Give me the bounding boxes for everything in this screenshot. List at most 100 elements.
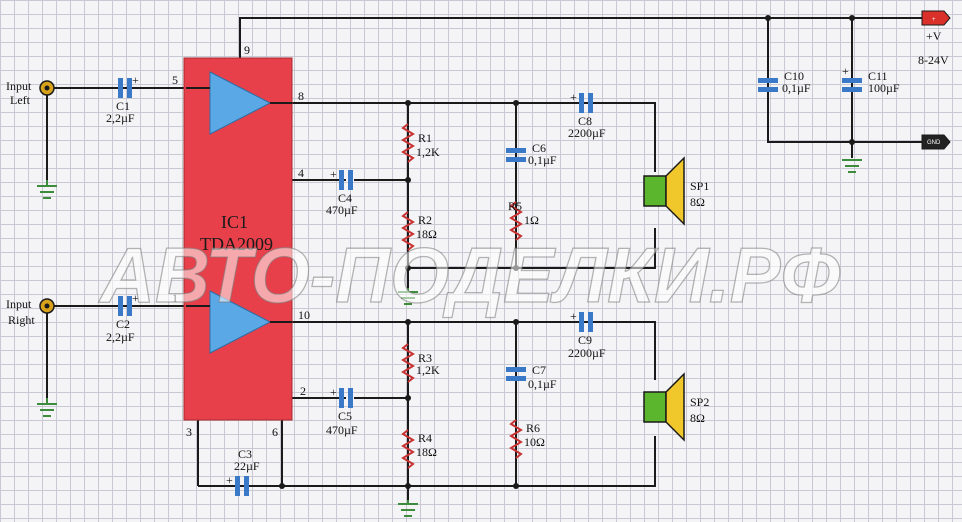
svg-text:470µF: 470µF xyxy=(326,423,358,437)
speaker-sp1: SP1 8Ω xyxy=(643,156,709,226)
pin-9-label: 9 xyxy=(244,43,250,57)
svg-text:10Ω: 10Ω xyxy=(524,435,545,449)
svg-text:R5: R5 xyxy=(508,199,522,213)
capacitor-c6: C6 0,1µF xyxy=(506,141,557,167)
capacitor-c11: + C11 100µF xyxy=(842,64,900,95)
svg-text:C6: C6 xyxy=(532,141,546,155)
capacitor-c8: + C8 2200µF xyxy=(568,90,606,140)
svg-text:GND: GND xyxy=(927,140,941,146)
svg-text:R3: R3 xyxy=(418,351,432,365)
input-right-line1: Input xyxy=(6,297,32,311)
pin-1-label: 1 xyxy=(172,291,178,305)
capacitor-c10: C10 0,1µF xyxy=(758,69,811,95)
svg-text:C3: C3 xyxy=(238,447,252,461)
resistor-r6: R6 10Ω xyxy=(509,419,545,459)
capacitor-c2: + C2 2,2µF xyxy=(106,291,139,344)
svg-text:2,2µF: 2,2µF xyxy=(106,330,135,344)
svg-text:C10: C10 xyxy=(784,69,804,83)
svg-text:8Ω: 8Ω xyxy=(690,411,705,425)
resistor-r1: R1 1,2K xyxy=(401,123,440,163)
resistor-r2: R2 18Ω xyxy=(401,211,437,251)
ground-icon xyxy=(398,500,418,517)
svg-text:R2: R2 xyxy=(418,213,432,227)
svg-text:8Ω: 8Ω xyxy=(690,195,705,209)
junction-dots xyxy=(279,15,855,489)
svg-text:C8: C8 xyxy=(578,114,592,128)
voltage-range: 8-24V xyxy=(918,53,949,67)
capacitor-c3: + C3 22µF xyxy=(226,447,260,496)
pin-10-label: 10 xyxy=(298,308,310,322)
speaker-icon xyxy=(665,372,685,442)
svg-text:C2: C2 xyxy=(116,317,130,331)
svg-text:2,2µF: 2,2µF xyxy=(106,111,135,125)
ground-symbols xyxy=(37,159,862,517)
svg-text:+: + xyxy=(132,73,139,87)
svg-text:0,1µF: 0,1µF xyxy=(782,81,811,95)
svg-text:R6: R6 xyxy=(526,421,540,435)
svg-text:C9: C9 xyxy=(578,333,592,347)
svg-text:+: + xyxy=(226,473,233,487)
svg-text:+: + xyxy=(570,90,577,104)
svg-text:C7: C7 xyxy=(532,363,546,377)
ground-icon xyxy=(37,398,57,417)
svg-text:+: + xyxy=(932,17,936,23)
svg-text:2200µF: 2200µF xyxy=(568,346,606,360)
svg-text:+: + xyxy=(132,291,139,305)
svg-text:0,1µF: 0,1µF xyxy=(528,153,557,167)
capacitor-c4: + C4 470µF xyxy=(326,167,358,217)
pin-2-label: 2 xyxy=(300,384,306,398)
pin-5-label: 5 xyxy=(172,73,178,87)
capacitor-c9: + C9 2200µF xyxy=(568,309,606,360)
svg-text:C11: C11 xyxy=(868,69,888,83)
capacitor-c5: + C5 470µF xyxy=(326,385,358,437)
wires xyxy=(46,17,922,500)
watermark: АВТО-ПОДЕЛКИ.РФ xyxy=(98,231,840,319)
pin-6-label: 6 xyxy=(272,425,278,439)
pin-4-label: 4 xyxy=(298,166,304,180)
svg-text:1Ω: 1Ω xyxy=(524,213,539,227)
capacitor-c7: C7 0,1µF xyxy=(506,363,557,391)
input-right-line2: Right xyxy=(8,313,35,327)
opamp-left-icon xyxy=(209,71,272,135)
resistor-r5: R5 1Ω xyxy=(508,199,539,241)
svg-text:470µF: 470µF xyxy=(326,203,358,217)
svg-text:+: + xyxy=(570,309,577,323)
speaker-icon xyxy=(665,156,685,226)
input-right-jack: Input Right xyxy=(6,297,55,327)
ic1-chip: IC1 TDA2009 5 1 9 8 4 10 2 3 6 xyxy=(172,43,310,439)
power-gnd-tag: GND xyxy=(921,134,951,150)
svg-text:+: + xyxy=(330,167,337,181)
svg-text:18Ω: 18Ω xyxy=(416,445,437,459)
svg-text:R4: R4 xyxy=(418,431,432,445)
capacitor-c1: + C1 2,2µF xyxy=(106,73,139,125)
input-left-line2: Left xyxy=(10,93,31,107)
pin-3-label: 3 xyxy=(186,425,192,439)
svg-text:+: + xyxy=(842,64,849,78)
ground-icon xyxy=(398,288,418,305)
ic-name: IC1 xyxy=(221,212,248,232)
svg-text:100µF: 100µF xyxy=(868,81,900,95)
svg-text:1,2K: 1,2K xyxy=(416,145,440,159)
svg-text:SP1: SP1 xyxy=(690,179,709,193)
resistor-r4: R4 18Ω xyxy=(401,429,437,469)
input-left-jack: Input Left xyxy=(6,79,55,107)
svg-text:C5: C5 xyxy=(338,409,352,423)
svg-text:C1: C1 xyxy=(116,99,130,113)
resistor-r3: R3 1,2K xyxy=(401,343,440,383)
svg-text:22µF: 22µF xyxy=(234,459,260,473)
svg-text:+: + xyxy=(330,385,337,399)
speaker-sp2: SP2 8Ω xyxy=(643,372,709,442)
svg-text:SP2: SP2 xyxy=(690,395,709,409)
input-left-line1: Input xyxy=(6,79,32,93)
svg-text:0,1µF: 0,1µF xyxy=(528,377,557,391)
svg-text:18Ω: 18Ω xyxy=(416,227,437,241)
svg-text:C4: C4 xyxy=(338,191,352,205)
opamp-right-icon xyxy=(209,290,272,354)
ic-part: TDA2009 xyxy=(200,234,273,254)
vplus-label: +V xyxy=(926,29,942,43)
ground-icon xyxy=(37,180,57,199)
svg-text:1,2K: 1,2K xyxy=(416,363,440,377)
svg-text:2200µF: 2200µF xyxy=(568,126,606,140)
svg-text:R1: R1 xyxy=(418,131,432,145)
